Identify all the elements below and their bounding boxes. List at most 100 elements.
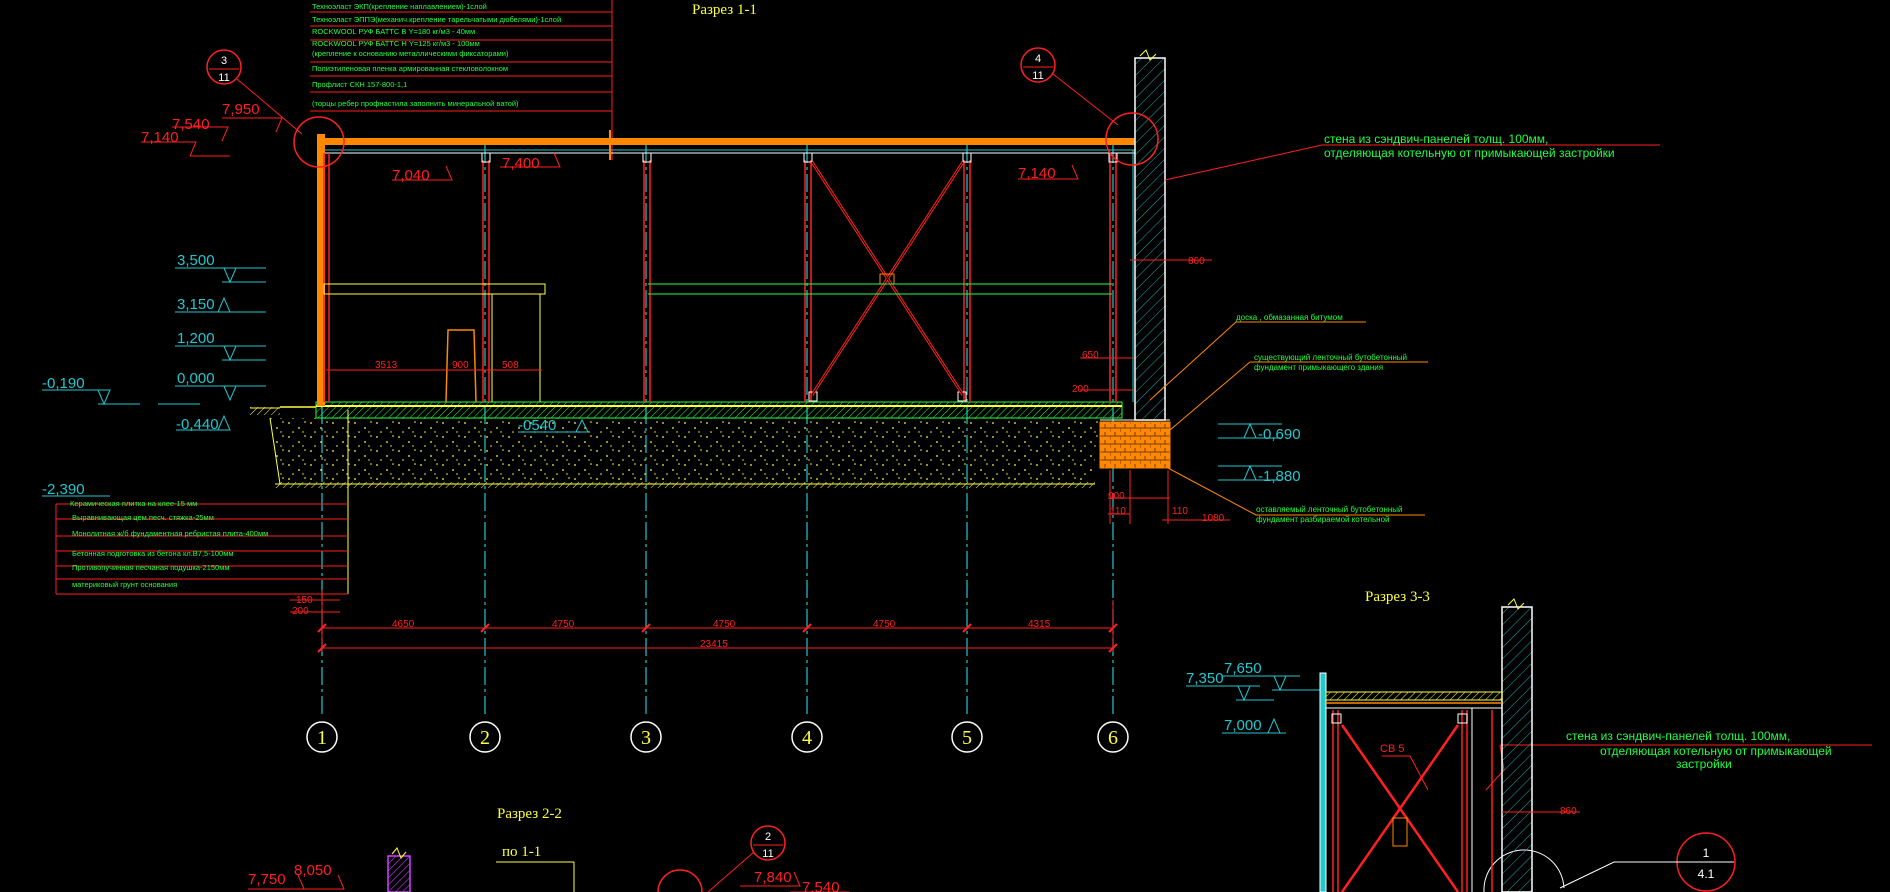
dim-110b: 110 bbox=[1172, 506, 1188, 517]
elev-7140-left: 7,140 bbox=[141, 129, 179, 146]
notes: стена из сэндвич-панелей толщ. 100мм, от… bbox=[1236, 132, 1832, 771]
note-board: доска , обмазанная битумом bbox=[1236, 313, 1343, 322]
label-cb5: СВ 5 bbox=[1380, 743, 1404, 755]
dim-4750-c: 4750 bbox=[873, 619, 896, 630]
elev-7000: 7,000 bbox=[1224, 717, 1262, 734]
axis-bubble-4[interactable] bbox=[791, 721, 823, 753]
section-2-2-title: Разрез 2-2 bbox=[497, 806, 562, 822]
axis-label-2: 2 bbox=[480, 727, 490, 749]
dim-200: 200 bbox=[1072, 384, 1089, 395]
callout-4-sheet: 11 bbox=[1032, 70, 1043, 82]
roof-layer-8: (торцы ребер профнастила заполнить минер… bbox=[312, 99, 519, 108]
section-3-3-title: Разрез 3-3 bbox=[1365, 589, 1430, 605]
axis-label-4: 4 bbox=[802, 727, 812, 749]
elev-1200: 1,200 bbox=[177, 330, 215, 347]
section-2-2-ref: по 1-1 bbox=[502, 844, 541, 860]
dim-4750-a: 4750 bbox=[552, 619, 575, 630]
axis-label-6: 6 bbox=[1108, 727, 1118, 749]
callout-3-11[interactable]: 3 11 bbox=[206, 49, 345, 168]
elev-m2390: -2,390 bbox=[42, 481, 85, 498]
red-elevation-marks bbox=[141, 117, 1079, 892]
dim-3513: 3513 bbox=[375, 360, 398, 371]
callout-4-11[interactable]: 4 11 bbox=[1020, 47, 1159, 166]
main-frame bbox=[317, 130, 1135, 406]
floor-layer-2: Выравнивающая цем.песч. стяжка-25мм bbox=[72, 513, 214, 522]
note-remaining-1: оставляемый ленточный бутобетонный bbox=[1256, 505, 1403, 514]
dim-508: 508 bbox=[502, 360, 519, 371]
elev-7540: 7,540 bbox=[172, 116, 210, 133]
note-wall-2a: стена из сэндвич-панелей толщ. 100мм, bbox=[1566, 729, 1790, 743]
section-3-3-drawing: СВ 5 860 bbox=[1319, 598, 1580, 892]
floor-slab bbox=[315, 401, 1123, 419]
sandwich-wall bbox=[1132, 49, 1166, 421]
floor-layer-1: Керамическая плитка на клее-15 мм bbox=[70, 499, 197, 508]
elev-7400: 7,400 bbox=[502, 155, 540, 172]
note-wall-2c: застройки bbox=[1676, 757, 1732, 771]
note-wall-1a: стена из сэндвич-панелей толщ. 100мм, bbox=[1324, 132, 1548, 146]
elev-7540-b: 7,540 bbox=[802, 879, 840, 892]
callout-3-sheet: 11 bbox=[218, 72, 229, 84]
dim-200b: 200 bbox=[292, 606, 309, 617]
dim-4750-b: 4750 bbox=[713, 619, 736, 630]
section-2-2-drawing bbox=[387, 847, 411, 892]
elev-7140-right: 7,140 bbox=[1018, 165, 1056, 182]
note-remaining-2: фундамент разбираемой котельной bbox=[1256, 515, 1390, 524]
roof-layer-3: ROCKWOOL РУФ БАТТС В Y=180 кг/м3 - 40мм bbox=[312, 27, 475, 36]
floor-layers-table: Керамическая плитка на клее-15 мм Выравн… bbox=[55, 410, 349, 595]
dimension-labels: 3513 900 508 860 650 200 900 110 110 108… bbox=[292, 256, 1225, 650]
elev-7840: 7,840 bbox=[754, 869, 792, 886]
elev-m0690: -0,690 bbox=[1258, 426, 1301, 443]
roof-layer-5: (крепление к основанию металлическими фи… bbox=[312, 49, 509, 58]
rubble-foundation bbox=[1099, 421, 1171, 469]
elev-8050: 8,050 bbox=[294, 862, 332, 879]
red-elevation-labels: 7,950 7,540 7,140 7,040 7,400 7,140 7,75… bbox=[141, 101, 1056, 892]
elev-3500: 3,500 bbox=[177, 252, 215, 269]
callout-1-sheet: 4.1 bbox=[1698, 867, 1715, 881]
roof-layer-1: Техноэласт ЭКП(крепление наплавлением)-1… bbox=[312, 2, 487, 11]
elev-7950: 7,950 bbox=[222, 101, 260, 118]
elev-m0440: -0,440 bbox=[176, 416, 219, 433]
callout-2-sheet: 11 bbox=[762, 848, 773, 860]
dim-110: 110 bbox=[1110, 506, 1126, 517]
dim-650: 650 bbox=[1082, 350, 1099, 361]
callout-1-num: 1 bbox=[1703, 846, 1710, 860]
roof-layers-table: Техноэласт ЭКП(крепление наплавлением)-1… bbox=[310, 0, 613, 160]
dim-4650: 4650 bbox=[392, 619, 415, 630]
callout-1-4-1[interactable]: 1 4.1 bbox=[1483, 832, 1736, 892]
axis-bubble-3[interactable] bbox=[630, 721, 662, 753]
note-wall-1b: отделяющая котельную от примыкающей заст… bbox=[1324, 146, 1615, 160]
axis-bubble-6[interactable] bbox=[1097, 721, 1129, 753]
elev-0000: 0,000 bbox=[177, 370, 215, 387]
elev-7650: 7,650 bbox=[1224, 660, 1262, 677]
note-existing-2: фундамент примыкающего здания bbox=[1254, 363, 1383, 372]
dim-150: 150 bbox=[296, 595, 313, 606]
elev-m0190: -0,190 bbox=[42, 375, 85, 392]
floor-layer-6: материковый грунт основания bbox=[72, 580, 177, 589]
axis-label-3: 3 bbox=[641, 727, 651, 749]
floor-layer-4: Бетонная подготовка из бетона кл.В7,5-10… bbox=[72, 549, 234, 558]
roof-beam bbox=[317, 138, 1135, 145]
note-wall-2b: отделяющая котельную от примыкающей bbox=[1600, 744, 1832, 758]
axis-label-1: 1 bbox=[317, 727, 327, 749]
roof-layer-6: Полиэтиленовая пленка армированная стекл… bbox=[312, 64, 508, 73]
dim-4315: 4315 bbox=[1028, 619, 1051, 630]
elev-m0540: -0540 bbox=[518, 417, 556, 434]
axis-bubble-5[interactable] bbox=[951, 721, 983, 753]
elev-7750: 7,750 bbox=[248, 871, 286, 888]
dim-1080: 1080 bbox=[1202, 513, 1225, 524]
roof-layer-4: ROCKWOOL РУФ БАТТС Н Y=125 кг/м3 - 100мм bbox=[312, 39, 480, 48]
callout-2-11[interactable]: 2 11 bbox=[657, 825, 786, 892]
roof-layer-7: Профлист СКН 157-800-1,1 bbox=[312, 80, 407, 89]
foundation bbox=[250, 401, 1171, 488]
axis-bubble-1[interactable] bbox=[306, 721, 338, 753]
floor-layer-5: Противопучинная песчаная подушка-2150мм bbox=[72, 563, 230, 572]
cyan-elevation-labels: 3,500 3,150 1,200 0,000 -0,190 -0,440 -2… bbox=[42, 252, 1301, 734]
axis-bubble-2[interactable] bbox=[469, 721, 501, 753]
elev-m1880: -1,880 bbox=[1258, 468, 1301, 485]
dim-860: 860 bbox=[1188, 256, 1205, 267]
roof-layer-2: Техноэласт ЭППЭ(механич.крепление тарель… bbox=[312, 15, 561, 24]
elev-7040: 7,040 bbox=[392, 167, 430, 184]
dim-900: 900 bbox=[452, 360, 469, 371]
axis-label-5: 5 bbox=[962, 727, 972, 749]
elev-7350: 7,350 bbox=[1186, 670, 1224, 687]
